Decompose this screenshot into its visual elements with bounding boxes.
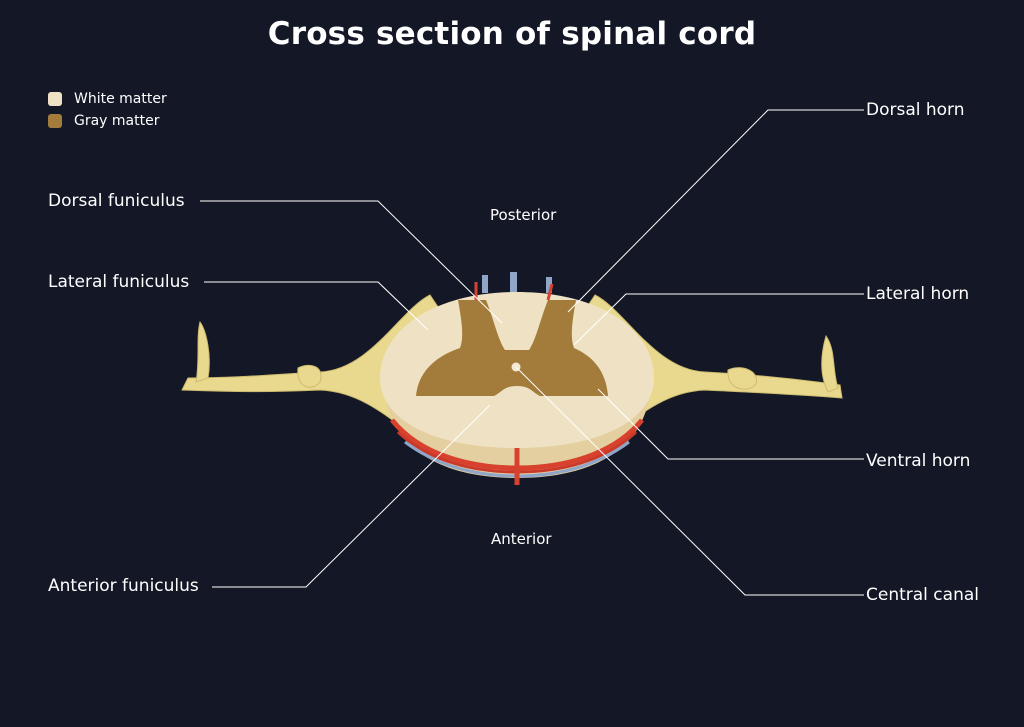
leader-lateral-horn xyxy=(573,293,864,346)
label-dorsal-horn: Dorsal horn xyxy=(866,100,965,120)
label-lateral-funiculus: Lateral funiculus xyxy=(48,272,190,292)
legend-label-white-matter: White matter xyxy=(74,91,167,107)
leader-anterior-funiculus xyxy=(212,404,491,588)
leader-lateral-funiculus xyxy=(204,281,429,331)
gray-matter-swatch xyxy=(48,114,62,128)
leader-dorsal-funiculus xyxy=(200,200,503,324)
label-central-canal: Central canal xyxy=(866,585,979,605)
leader-lines xyxy=(200,109,864,596)
label-lateral-horn: Lateral horn xyxy=(866,284,970,304)
leader-central-canal xyxy=(515,366,864,596)
white-matter-swatch xyxy=(48,92,62,106)
diagram-title: Cross section of spinal cord xyxy=(267,16,757,52)
legend-item-white-matter: White matter xyxy=(48,88,167,110)
leader-dorsal-horn xyxy=(567,109,864,313)
legend-label-gray-matter: Gray matter xyxy=(74,113,160,129)
legend-item-gray-matter: Gray matter xyxy=(48,110,167,132)
posterior-label: Posterior xyxy=(490,206,557,224)
label-ventral-horn: Ventral horn xyxy=(866,451,971,471)
label-anterior-funiculus: Anterior funiculus xyxy=(48,576,199,596)
anterior-label: Anterior xyxy=(491,530,552,548)
leader-ventral-horn xyxy=(597,388,864,460)
legend: White matter Gray matter xyxy=(48,88,167,132)
gray-matter xyxy=(416,300,608,396)
label-dorsal-funiculus: Dorsal funiculus xyxy=(48,191,185,211)
